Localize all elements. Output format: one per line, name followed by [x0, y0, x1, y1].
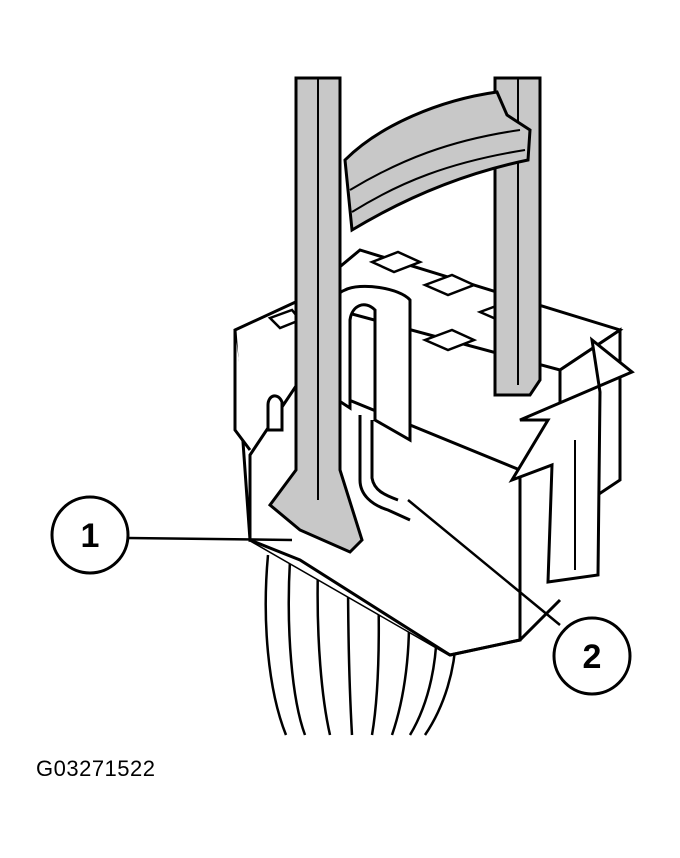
- callout-2-leader: [407, 499, 561, 626]
- callout-1-number: 1: [81, 517, 100, 555]
- removal-tool: [267, 76, 542, 554]
- callout-2-circle: [552, 616, 632, 696]
- callout-1-circle: [50, 495, 130, 575]
- callout-2-number: 2: [583, 638, 602, 676]
- callout-2: 2: [407, 499, 632, 696]
- locking-clip: [266, 284, 412, 522]
- figure-id-label: G03271522: [36, 756, 156, 781]
- callout-1: 1: [50, 495, 293, 575]
- callout-1-leader: [127, 536, 293, 542]
- pull-direction-arrow: [508, 336, 635, 584]
